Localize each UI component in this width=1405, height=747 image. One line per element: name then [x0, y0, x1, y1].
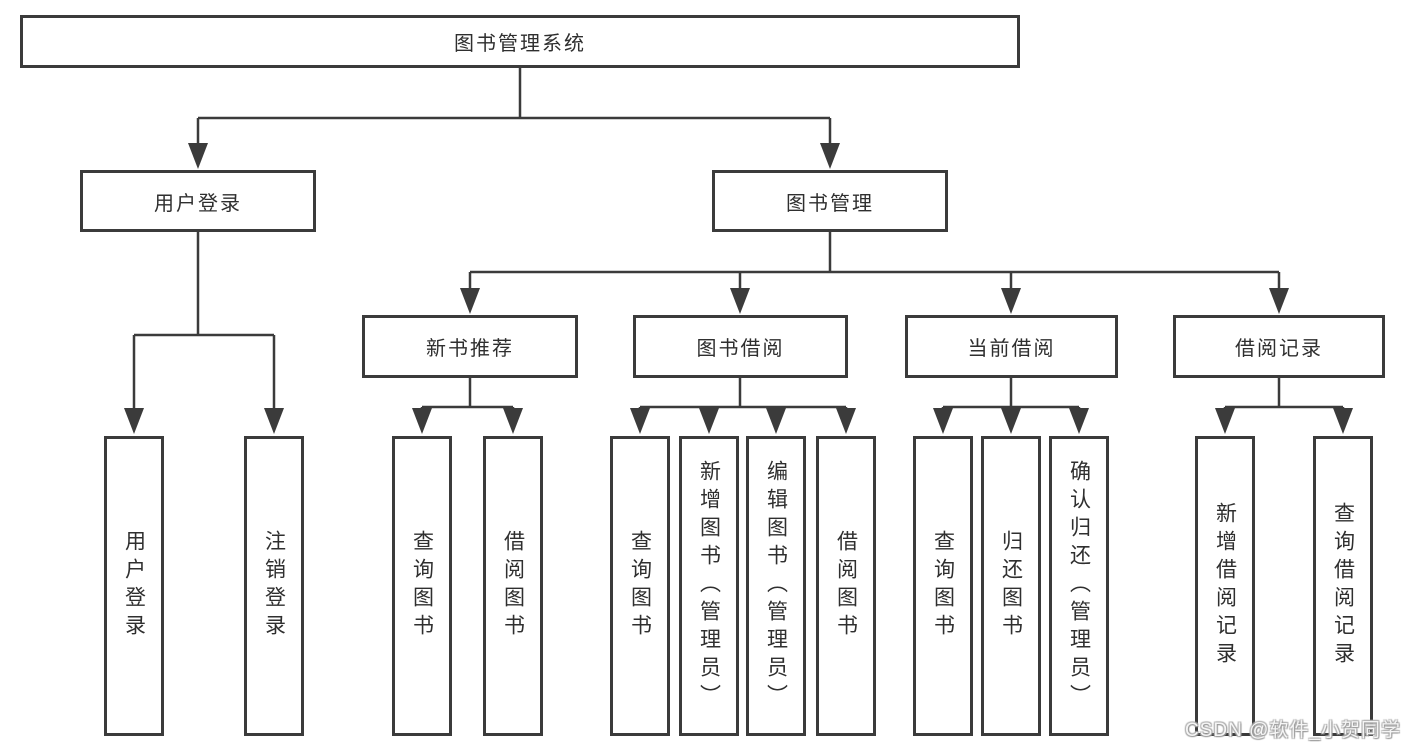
leaf-add-book-admin: 新增图书（管理员）	[679, 436, 739, 736]
node-book-management-label: 图书管理	[786, 192, 874, 215]
leaf-add-book-admin-label: 新增图书（管理员）	[697, 460, 721, 712]
node-new-book-recommend-label: 新书推荐	[426, 338, 514, 360]
leaf-confirm-return-admin: 确认归还（管理员）	[1049, 436, 1109, 736]
arrowhead-down	[933, 408, 953, 434]
leaf-return-books-label: 归还图书	[999, 530, 1023, 642]
leaf-borrow-books: 借阅图书	[816, 436, 876, 736]
leaf-logout-label: 注销登录	[262, 530, 286, 642]
node-book-borrow: 图书借阅	[633, 315, 848, 378]
node-current-borrow: 当前借阅	[905, 315, 1118, 378]
leaf-confirm-return-admin-label: 确认归还（管理员）	[1067, 460, 1091, 712]
leaf-edit-book-admin: 编辑图书（管理员）	[746, 436, 806, 736]
node-new-book-recommend: 新书推荐	[362, 315, 578, 378]
leaf-logout: 注销登录	[244, 436, 304, 736]
arrowhead-down	[730, 288, 750, 314]
node-book-borrow-label: 图书借阅	[696, 338, 785, 360]
leaf-query-books-recommend: 查询图书	[392, 436, 452, 736]
node-book-management: 图书管理	[712, 170, 948, 232]
leaf-add-borrow-record: 新增借阅记录	[1195, 436, 1255, 736]
arrowhead-down	[836, 408, 856, 434]
arrowhead-down	[460, 288, 480, 314]
node-current-borrow-label: 当前借阅	[967, 338, 1056, 360]
leaf-edit-book-admin-label: 编辑图书（管理员）	[764, 460, 788, 712]
leaf-borrow-books-label: 借阅图书	[834, 530, 858, 642]
leaf-query-books-current: 查询图书	[913, 436, 973, 736]
leaf-user-login-label: 用户登录	[122, 530, 146, 642]
arrowhead-down	[1215, 408, 1235, 434]
watermark: CSDN @软件_小贺同学	[1185, 720, 1401, 741]
arrowhead-down	[124, 408, 144, 434]
leaf-query-books-current-label: 查询图书	[931, 530, 955, 642]
leaf-query-books-borrow-label: 查询图书	[628, 530, 652, 642]
leaf-query-books-borrow: 查询图书	[610, 436, 670, 736]
arrowhead-down	[630, 408, 650, 434]
arrowhead-down	[1069, 408, 1089, 434]
node-borrow-records-label: 借阅记录	[1235, 338, 1323, 360]
arrowhead-down	[188, 143, 208, 169]
arrowhead-down	[1001, 288, 1021, 314]
leaf-borrow-books-recommend-label: 借阅图书	[501, 530, 525, 642]
leaf-borrow-books-recommend: 借阅图书	[483, 436, 543, 736]
arrowhead-down	[766, 408, 786, 434]
arrowhead-down	[412, 408, 432, 434]
leaf-query-books-recommend-label: 查询图书	[410, 530, 434, 642]
leaf-return-books: 归还图书	[981, 436, 1041, 736]
arrowhead-down	[699, 408, 719, 434]
node-library-system: 图书管理系统	[20, 15, 1020, 68]
arrowhead-down	[1001, 408, 1021, 434]
arrowhead-down	[264, 408, 284, 434]
node-library-system-label: 图书管理系统	[454, 33, 586, 55]
leaf-add-borrow-record-label: 新增借阅记录	[1213, 502, 1237, 670]
arrowhead-down	[503, 408, 523, 434]
arrowhead-down	[820, 143, 840, 169]
leaf-query-borrow-record-label: 查询借阅记录	[1331, 502, 1355, 670]
leaf-query-borrow-record: 查询借阅记录	[1313, 436, 1373, 736]
node-user-login: 用户登录	[80, 170, 316, 232]
node-user-login-label: 用户登录	[154, 192, 242, 215]
arrowhead-down	[1333, 408, 1353, 434]
node-borrow-records: 借阅记录	[1173, 315, 1385, 378]
leaf-user-login: 用户登录	[104, 436, 164, 736]
arrowhead-down	[1269, 288, 1289, 314]
